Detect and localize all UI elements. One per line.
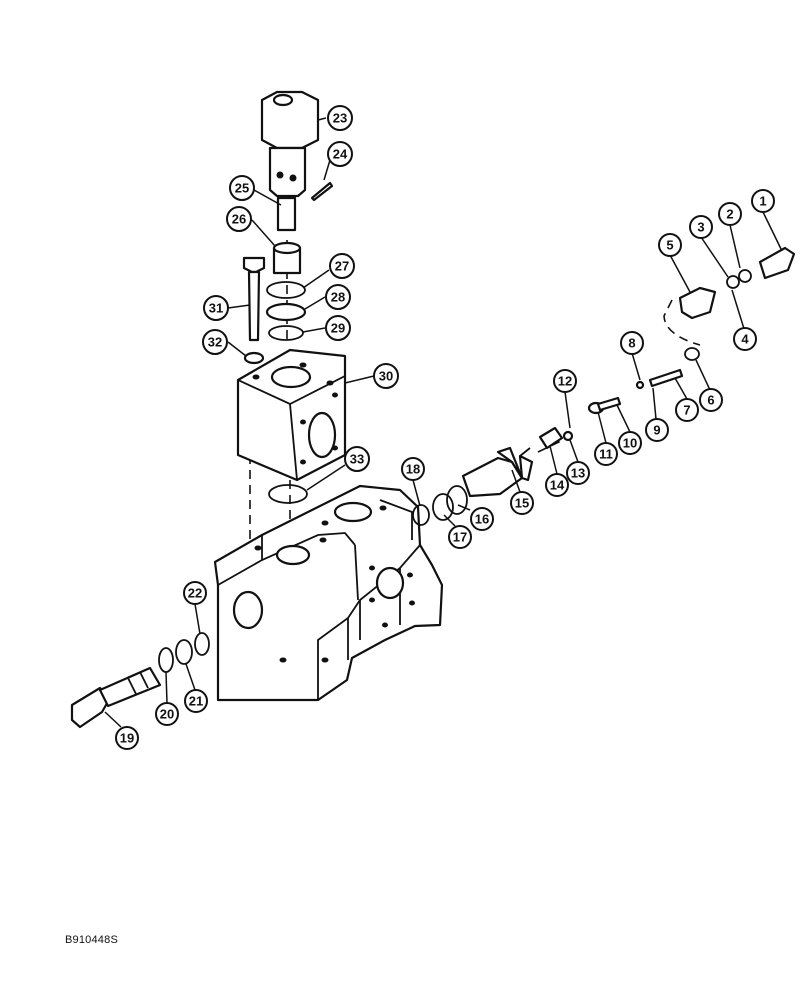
callout-6: 6: [699, 388, 723, 412]
callout-26: 26: [226, 206, 252, 232]
svg-text:3: 3: [697, 220, 704, 235]
callout-32: 32: [202, 329, 228, 355]
callout-9: 9: [645, 418, 669, 442]
svg-text:14: 14: [550, 478, 565, 493]
svg-text:18: 18: [406, 462, 420, 477]
callout-11: 11: [594, 442, 618, 466]
callout-27: 27: [329, 253, 355, 279]
callout-12: 12: [553, 369, 577, 393]
svg-text:15: 15: [515, 496, 529, 511]
callout-23: 23: [327, 105, 353, 131]
svg-text:26: 26: [232, 212, 246, 227]
side-cartridge: [412, 246, 796, 526]
svg-text:13: 13: [571, 466, 585, 481]
callout-28: 28: [325, 284, 351, 310]
relief-cartridge: [260, 90, 334, 275]
svg-text:33: 33: [350, 452, 364, 467]
svg-text:12: 12: [558, 374, 572, 389]
callout-18: 18: [401, 457, 425, 481]
svg-text:10: 10: [623, 436, 637, 451]
svg-text:21: 21: [189, 694, 203, 709]
svg-text:23: 23: [333, 111, 347, 126]
callout-19: 19: [115, 726, 139, 750]
callout-29: 29: [325, 315, 351, 341]
callout-7: 7: [675, 398, 699, 422]
callout-16: 16: [470, 507, 494, 531]
callout-10: 10: [618, 431, 642, 455]
callout-24: 24: [327, 141, 353, 167]
callout-31: 31: [203, 295, 229, 321]
svg-text:28: 28: [331, 290, 345, 305]
callout-1: 1: [751, 189, 775, 213]
svg-text:4: 4: [741, 332, 749, 347]
svg-text:19: 19: [120, 731, 134, 746]
svg-text:20: 20: [160, 707, 174, 722]
svg-text:29: 29: [331, 321, 345, 336]
svg-text:16: 16: [475, 512, 489, 527]
callout-33: 33: [344, 446, 370, 472]
callout-22: 22: [183, 581, 207, 605]
callout-15: 15: [510, 491, 534, 515]
bolt-assembly: [242, 256, 266, 365]
svg-text:5: 5: [666, 238, 673, 253]
upper-block: [236, 348, 347, 482]
svg-text:22: 22: [188, 586, 202, 601]
svg-text:8: 8: [628, 336, 635, 351]
callout-3: 3: [689, 215, 713, 239]
svg-text:17: 17: [453, 530, 467, 545]
leader-lines: [104, 117, 783, 728]
callout-21: 21: [184, 689, 208, 713]
left-cartridge: [70, 632, 210, 729]
figure-code: B910448S: [65, 934, 118, 946]
valve-body: [213, 484, 444, 702]
svg-text:25: 25: [235, 181, 249, 196]
callout-2: 2: [718, 202, 742, 226]
svg-text:32: 32: [208, 335, 222, 350]
callouts: 1 2 3 4 5 6 7 8: [115, 105, 775, 750]
callout-25: 25: [229, 175, 255, 201]
svg-text:7: 7: [683, 403, 690, 418]
callout-5: 5: [658, 233, 682, 257]
callout-13: 13: [566, 461, 590, 485]
callout-30: 30: [373, 363, 399, 389]
callout-20: 20: [155, 702, 179, 726]
callout-4: 4: [733, 327, 757, 351]
callout-14: 14: [545, 473, 569, 497]
svg-text:30: 30: [379, 369, 393, 384]
callout-17: 17: [448, 525, 472, 549]
svg-text:6: 6: [707, 393, 714, 408]
svg-text:9: 9: [653, 423, 660, 438]
svg-text:11: 11: [599, 447, 613, 462]
o-rings-stack: [265, 281, 308, 504]
svg-text:1: 1: [759, 194, 766, 209]
svg-text:27: 27: [335, 259, 349, 274]
svg-text:24: 24: [333, 147, 348, 162]
svg-text:31: 31: [209, 301, 223, 316]
svg-text:2: 2: [726, 207, 733, 222]
callout-8: 8: [620, 331, 644, 355]
